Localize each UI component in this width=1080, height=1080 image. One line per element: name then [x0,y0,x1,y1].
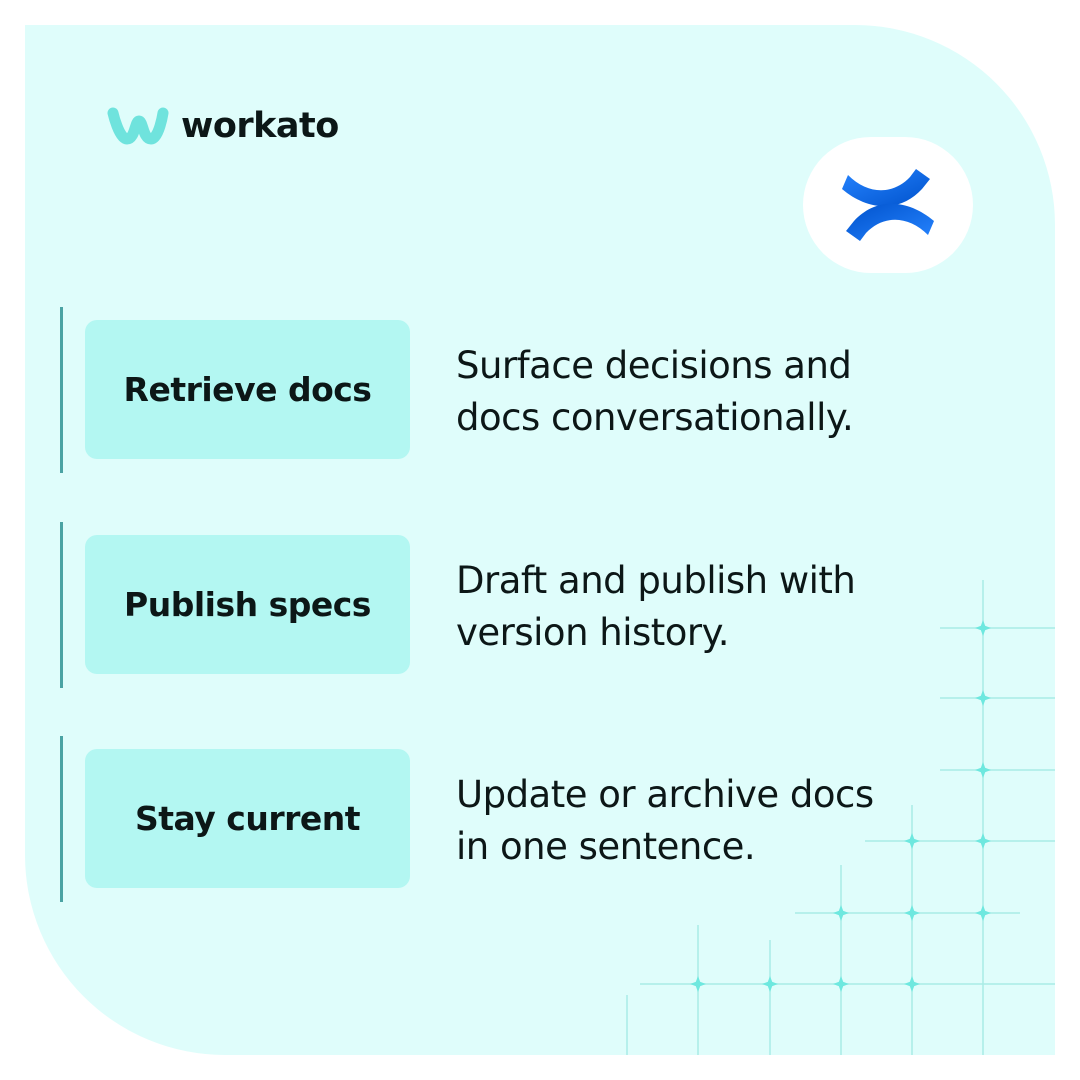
feature-title: Publish specs [85,535,410,674]
brand-name: workato [181,106,339,146]
feature-description-line: Draft and publish with [456,559,856,602]
workato-logo: workato [107,105,339,147]
feature-description: Update or archive docs in one sentence. [456,769,976,873]
feature-description-line: Update or archive docs [456,773,874,816]
feature-description: Surface decisions and docs conversationa… [456,340,976,444]
confluence-icon [842,169,934,241]
feature-description: Draft and publish with version history. [456,555,976,659]
feature-row: Publish specs Draft and publish with ver… [60,522,980,688]
feature-title: Stay current [85,749,410,888]
feature-description-line: docs conversationally. [456,396,854,439]
row-accent-bar [60,522,63,688]
feature-row: Retrieve docs Surface decisions and docs… [60,307,980,473]
feature-description-line: Surface decisions and [456,344,852,387]
promo-card: workato Retrieve docs Surface decisions … [25,25,1055,1055]
row-accent-bar [60,307,63,473]
feature-title: Retrieve docs [85,320,410,459]
partner-badge [803,137,973,273]
feature-description-line: in one sentence. [456,825,756,868]
feature-row: Stay current Update or archive docs in o… [60,736,980,902]
feature-description-line: version history. [456,611,730,654]
workato-logo-icon [107,107,169,145]
row-accent-bar [60,736,63,902]
